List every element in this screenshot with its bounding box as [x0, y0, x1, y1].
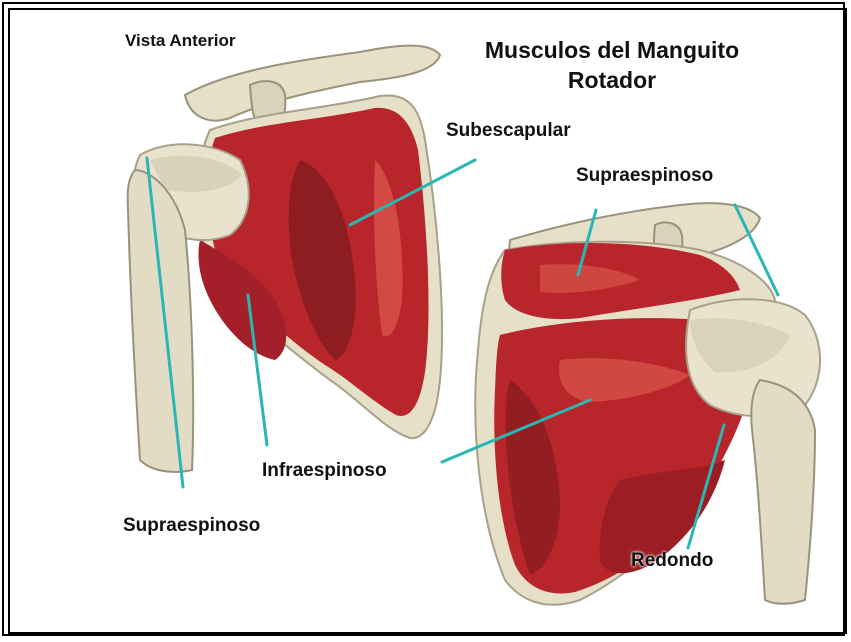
view-label: Vista Anterior: [125, 31, 236, 51]
page-title: Musculos del Manguito Rotador: [447, 35, 777, 95]
label-supraespinoso-right: Supraespinoso: [576, 165, 713, 187]
title-line-1: Musculos del Manguito: [447, 35, 777, 65]
right-shoulder: [475, 203, 820, 605]
label-redondo: Redondo: [631, 550, 713, 572]
label-supraespinoso-left: Supraespinoso: [123, 515, 260, 537]
right-humerus-shaft: [751, 380, 815, 604]
label-subescapular: Subescapular: [446, 120, 571, 142]
label-infraespinoso: Infraespinoso: [262, 460, 387, 482]
title-line-2: Rotador: [447, 65, 777, 95]
